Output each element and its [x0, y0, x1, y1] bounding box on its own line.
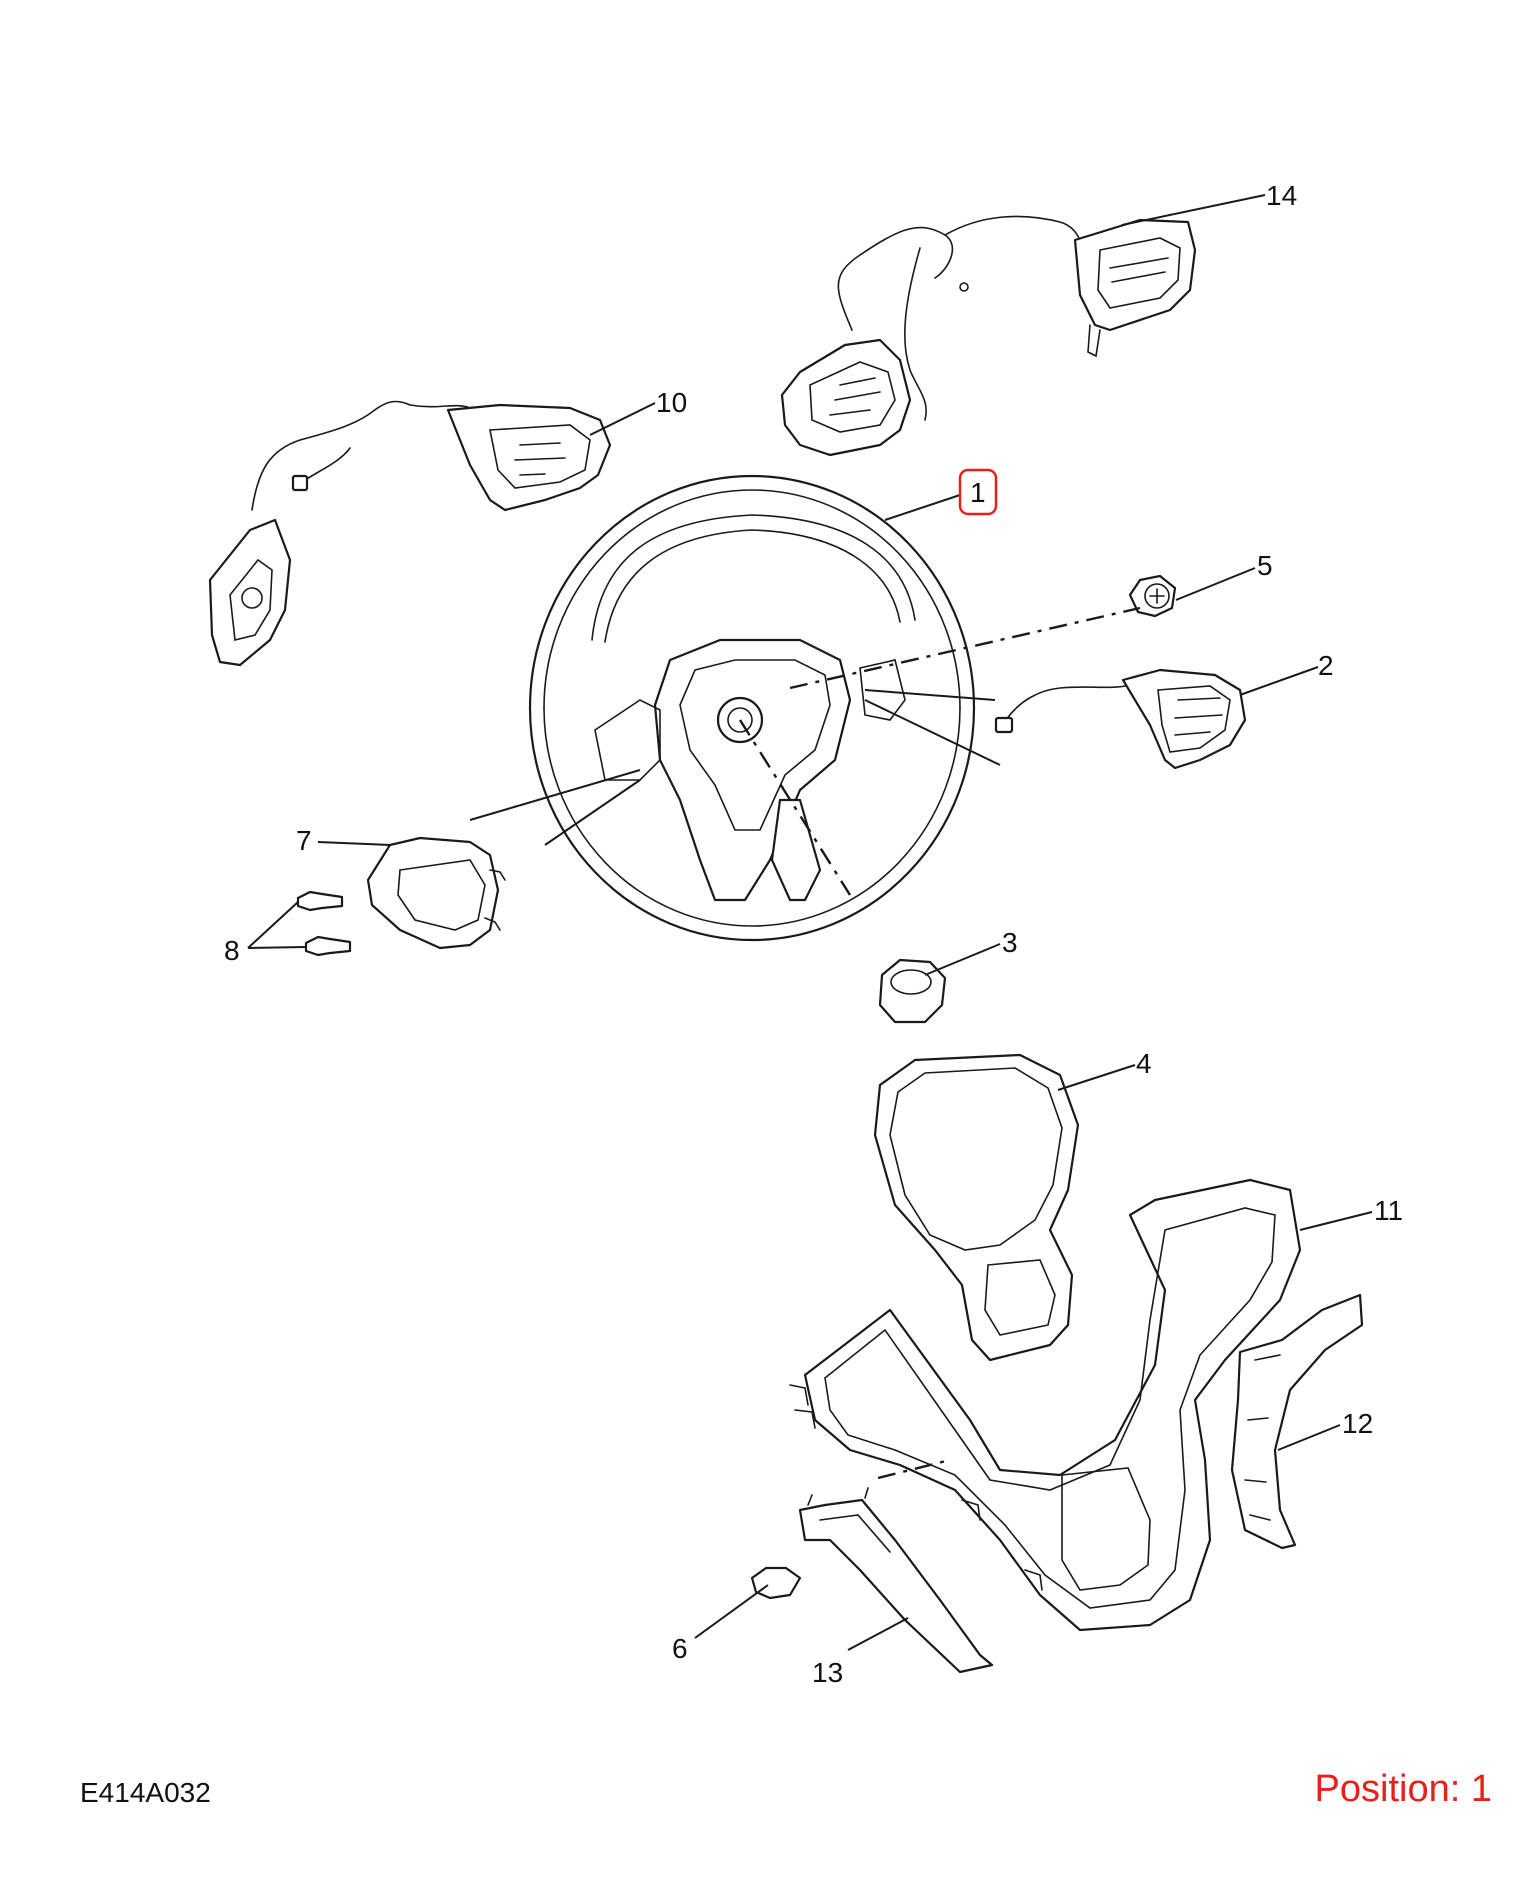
- leader-lines: [247, 194, 1373, 1651]
- part-7-switch-pack-cover-left[interactable]: [366, 836, 506, 950]
- callout-5[interactable]: 5: [1257, 550, 1273, 581]
- part-1-steering-wheel[interactable]: [528, 474, 976, 942]
- part-3-nut[interactable]: [878, 958, 947, 1024]
- part-12-right-trim-strip[interactable]: [1230, 1293, 1364, 1550]
- part-6-clip[interactable]: [750, 1566, 802, 1600]
- callout-1-highlight-box: [958, 468, 998, 516]
- part-2-switch-pack-right[interactable]: [994, 668, 1247, 770]
- callout-labels: 14 10 1 5 2 7 8 3 4 11 12 6 13: [224, 180, 1403, 1688]
- callout-10[interactable]: 10: [656, 387, 687, 418]
- callout-4[interactable]: 4: [1136, 1048, 1152, 1079]
- part-4-airbag-bezel[interactable]: [873, 1053, 1080, 1362]
- callout-3[interactable]: 3: [1002, 927, 1018, 958]
- diagram-code: E414A032: [80, 1777, 211, 1808]
- callout-14[interactable]: 14: [1266, 180, 1297, 211]
- part-13-lower-cover-strip[interactable]: [798, 1487, 994, 1674]
- callout-12[interactable]: 12: [1342, 1408, 1373, 1439]
- callout-8[interactable]: 8: [224, 935, 240, 966]
- callout-2[interactable]: 2: [1318, 650, 1334, 681]
- callout-7[interactable]: 7: [296, 825, 312, 856]
- alignment-lines: [738, 606, 1141, 1480]
- part-14-switch-pack-upper[interactable]: [780, 215, 1197, 457]
- part-11-lower-trim-shroud[interactable]: [789, 1178, 1302, 1632]
- part-10-switch-pack-left[interactable]: [208, 400, 612, 667]
- callout-11[interactable]: 11: [1374, 1195, 1403, 1226]
- part-5-screw[interactable]: [1128, 574, 1177, 618]
- callout-1[interactable]: 1: [970, 477, 986, 508]
- callout-6[interactable]: 6: [672, 1633, 688, 1664]
- callout-13[interactable]: 13: [812, 1657, 843, 1688]
- part-8-screws[interactable]: [296, 890, 352, 957]
- position-label: Position: 1: [1314, 1768, 1492, 1810]
